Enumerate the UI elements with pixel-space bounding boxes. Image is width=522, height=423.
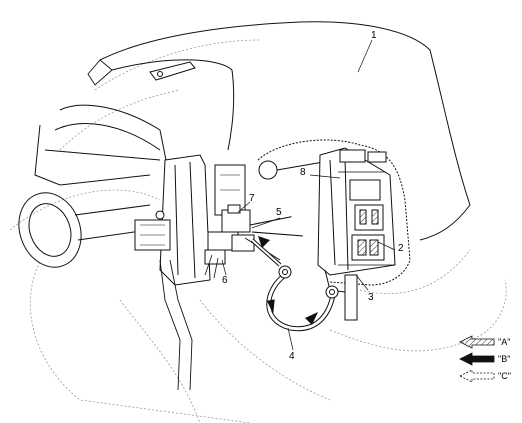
legend-arrow-b xyxy=(459,352,495,366)
callout-1: 1 xyxy=(371,30,377,41)
instrument-panel xyxy=(34,21,471,241)
connector-cluster xyxy=(204,204,331,279)
wire-harness-loop xyxy=(250,238,339,332)
vehicle-body-outline xyxy=(9,39,507,423)
legend-label-a: "A" xyxy=(498,337,511,347)
legend-arrow-a xyxy=(459,335,495,349)
callout-3: 3 xyxy=(368,292,374,303)
control-unit-box xyxy=(257,139,411,321)
legend-arrow-c xyxy=(459,369,495,383)
callout-7: 7 xyxy=(249,193,255,204)
callout-5: 5 xyxy=(276,207,282,218)
legend-label-c: "C" xyxy=(498,371,511,381)
arrow-b-on-harness xyxy=(258,236,318,325)
leader-lines xyxy=(221,39,396,351)
steering-column xyxy=(18,192,151,268)
callout-6: 6 xyxy=(222,275,228,286)
legend-label-b: "B" xyxy=(498,354,511,364)
callout-2: 2 xyxy=(398,243,404,254)
callout-8: 8 xyxy=(300,167,306,178)
callout-4: 4 xyxy=(289,351,295,362)
center-bracket xyxy=(134,154,246,391)
